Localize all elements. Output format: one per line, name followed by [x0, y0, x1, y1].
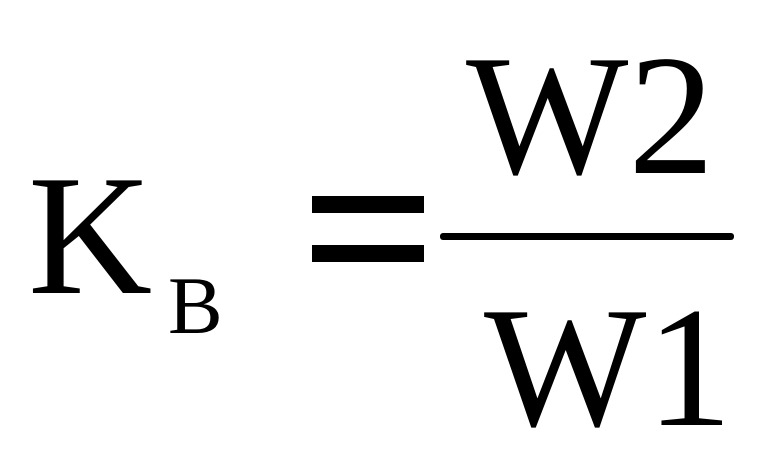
lhs-symbol: K — [28, 141, 153, 331]
equals-bottom-bar — [312, 245, 424, 262]
equals-top-bar — [312, 196, 424, 213]
fraction-denominator: W1 — [484, 273, 733, 463]
fraction-bar — [440, 233, 734, 240]
fraction-numerator: W2 — [466, 21, 715, 211]
lhs-subscript: B — [168, 260, 223, 351]
